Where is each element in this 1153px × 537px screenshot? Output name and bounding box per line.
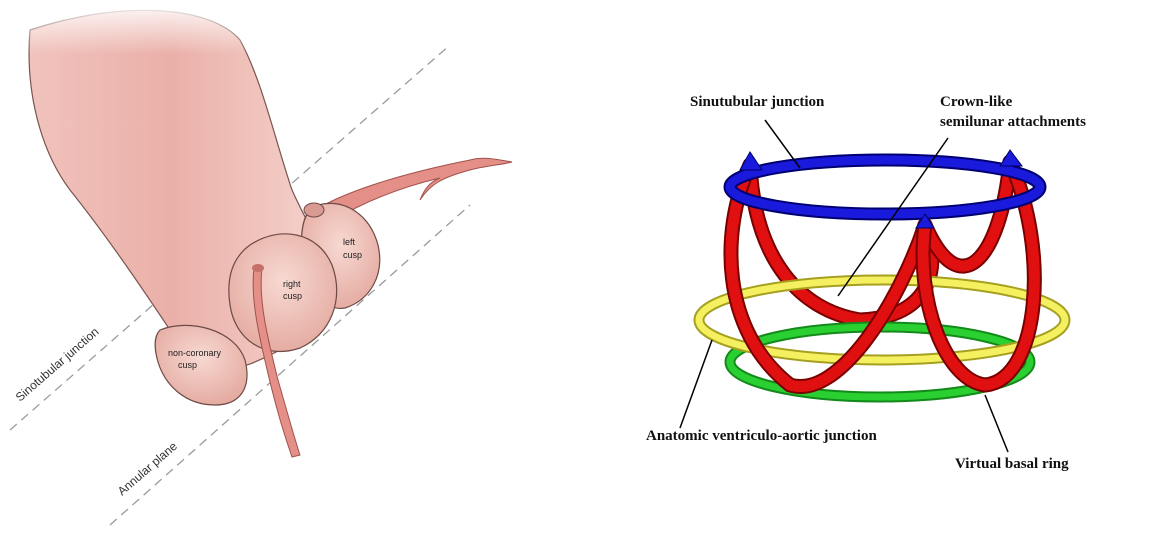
anatomic-junction-label: Anatomic ventriculo-aortic junction	[646, 428, 877, 444]
crown-like-label-line1: Crown-like	[940, 94, 1013, 110]
right-ring-schematic: Sinutubular junction Crown-like semiluna…	[646, 94, 1086, 472]
non-coronary-cusp-label-line2: cusp	[178, 360, 197, 370]
left-cusp-label-line2: cusp	[343, 250, 362, 260]
right-cusp-label-line1: right	[283, 279, 301, 289]
svg-text:Crown-like semilunar att: Crown-like semilunar attachments	[940, 94, 1086, 130]
anatomic-junction-pointer	[680, 340, 712, 428]
virtual-basal-ring-label: Virtual basal ring	[955, 456, 1069, 472]
sinutubular-junction-label: Sinutubular junction	[690, 94, 825, 110]
sinotubular-junction-label: Sinotubular junction	[13, 325, 102, 405]
annular-plane-label: Annular plane	[115, 439, 180, 498]
virtual-ring-pointer	[985, 395, 1008, 452]
right-cusp-label-line2: cusp	[283, 291, 302, 301]
left-anatomical-illustration: left cusp right cusp non-coronary cusp S…	[0, 0, 512, 525]
crown-like-label-line2: semilunar attachments	[940, 114, 1086, 130]
crown-like-attachments	[750, 162, 1010, 320]
left-cusp-label-line1: left	[343, 237, 356, 247]
non-coronary-cusp-label-line1: non-coronary	[168, 348, 222, 358]
